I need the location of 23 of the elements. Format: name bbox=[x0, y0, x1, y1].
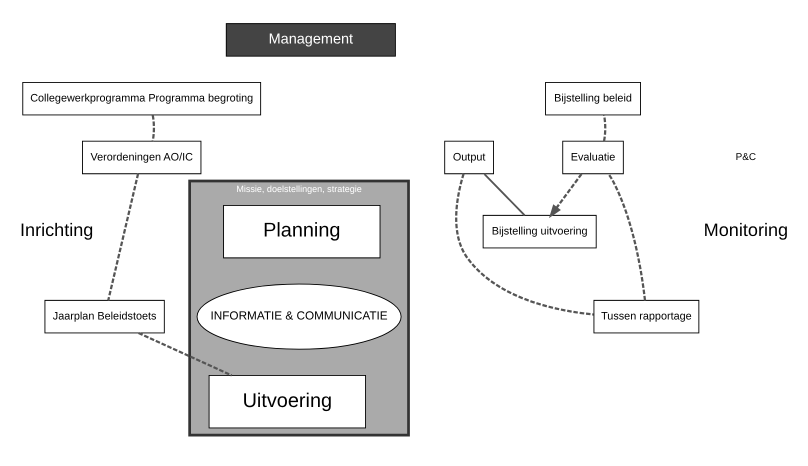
node-box: Planning bbox=[223, 204, 380, 258]
connector bbox=[152, 114, 156, 142]
node-box: Collegewerkprogramma Programma begroting bbox=[22, 82, 262, 116]
connector bbox=[608, 173, 646, 300]
node-box: Jaarplan Beleidstoets bbox=[44, 300, 165, 334]
node-ellipse: INFORMATIE & COMMUNICATIE bbox=[196, 284, 402, 350]
connector bbox=[107, 174, 140, 301]
connector bbox=[602, 114, 606, 142]
node-box: Tussen rapportage bbox=[593, 300, 700, 334]
node-box: Bijstelling beleid bbox=[545, 82, 641, 116]
connector bbox=[138, 332, 232, 376]
node-box: Uitvoering bbox=[208, 375, 366, 428]
label: P&C bbox=[736, 152, 756, 164]
label: Monitoring bbox=[704, 220, 788, 240]
node-box: Bijstelling uitvoering bbox=[482, 214, 597, 248]
label: Inrichting bbox=[20, 220, 94, 240]
connector bbox=[484, 173, 526, 216]
node-box: Evaluatie bbox=[562, 140, 624, 174]
connector bbox=[455, 174, 594, 316]
node-box: Verordeningen AO/IC bbox=[82, 140, 202, 174]
node-box: Management bbox=[226, 23, 396, 57]
arrow bbox=[549, 173, 582, 218]
node-box: Output bbox=[444, 140, 494, 174]
